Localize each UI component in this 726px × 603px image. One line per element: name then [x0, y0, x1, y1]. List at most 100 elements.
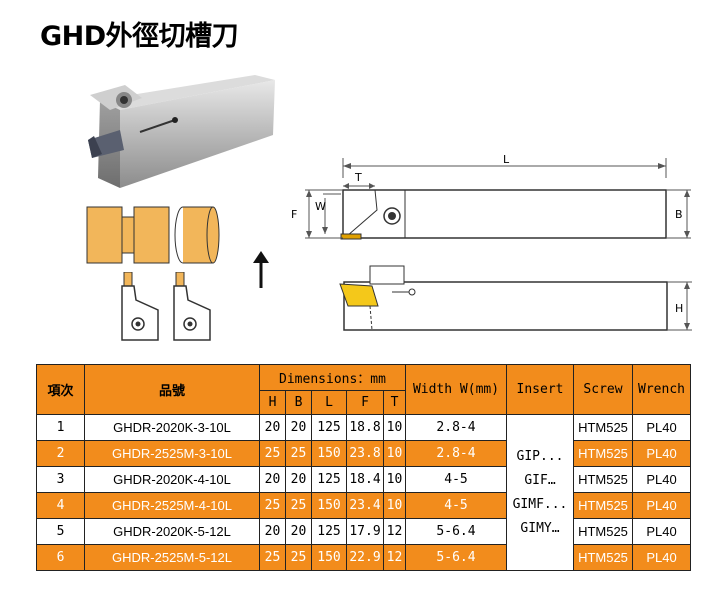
cell-model: GHDR-2020K-5-12L [84, 518, 260, 545]
cell-F: 23.8 [346, 440, 384, 467]
insert-line: GIP... [516, 448, 564, 464]
cell-model: GHDR-2525M-5-12L [84, 544, 260, 571]
table-header-row: 項次 品號 Dimensions：mm Width W(mm) Insert S… [36, 364, 691, 415]
cell-B: 25 [285, 492, 312, 519]
header-model: 品號 [84, 364, 260, 415]
cell-L: 125 [311, 414, 347, 441]
cell-screw: HTM525 [573, 414, 633, 441]
subheader-B: B [285, 390, 312, 415]
cell-model: GHDR-2020K-4-10L [84, 466, 260, 493]
cell-width: 2.8-4 [405, 414, 507, 441]
table-row: 2 GHDR-2525M-3-10L 25 25 150 23.8 10 2.8… [36, 440, 691, 467]
cell-T: 12 [383, 518, 406, 545]
cell-screw: HTM525 [573, 544, 633, 571]
cell-index: 6 [36, 544, 85, 571]
cell-index: 1 [36, 414, 85, 441]
table-row: 3 GHDR-2020K-4-10L 20 20 125 18.4 10 4-5… [36, 466, 691, 493]
cell-index: 3 [36, 466, 85, 493]
header-screw: Screw [573, 364, 633, 415]
cell-screw: HTM525 [573, 518, 633, 545]
cell-B: 20 [285, 414, 312, 441]
feed-direction-arrow-icon [253, 251, 269, 288]
cell-B: 25 [285, 440, 312, 467]
table-row: 5 GHDR-2020K-5-12L 20 20 125 17.9 12 5-6… [36, 518, 691, 545]
subheader-T: T [383, 390, 406, 415]
cell-F: 17.9 [346, 518, 384, 545]
dimension-T-label: T [354, 171, 362, 184]
technical-drawing-side-view: H [339, 265, 692, 331]
cell-L: 150 [311, 544, 347, 571]
header-dimensions: Dimensions：mm [259, 364, 406, 391]
cell-wrench: PL40 [632, 440, 691, 467]
cell-width: 4-5 [405, 492, 507, 519]
header-wrench: Wrench [632, 364, 691, 415]
tool-holder-photo [88, 75, 275, 188]
cell-H: 20 [259, 414, 286, 441]
insert-line: GIMF... [512, 496, 568, 512]
table-row: 6 GHDR-2525M-5-12L 25 25 150 22.9 12 5-6… [36, 544, 691, 571]
cell-T: 10 [383, 466, 406, 493]
cell-index: 4 [36, 492, 85, 519]
cell-F: 18.8 [346, 414, 384, 441]
header-insert: Insert [506, 364, 574, 415]
cell-wrench: PL40 [632, 492, 691, 519]
cell-width: 5-6.4 [405, 518, 507, 545]
cell-wrench: PL40 [632, 414, 691, 441]
cell-T: 10 [383, 414, 406, 441]
cell-B: 25 [285, 544, 312, 571]
cell-T: 10 [383, 440, 406, 467]
table-row: 1 GHDR-2020K-3-10L 20 20 125 18.8 10 2.8… [36, 414, 691, 571]
cell-B: 20 [285, 466, 312, 493]
cell-wrench: PL40 [632, 544, 691, 571]
holder-side-view-icon [173, 272, 211, 341]
cell-H: 25 [259, 440, 286, 467]
cell-T: 12 [383, 544, 406, 571]
table-subheader-row: H B L F T [37, 390, 691, 415]
header-width: Width W(mm) [405, 364, 507, 415]
insert-line: GIMY… [520, 520, 560, 536]
cell-L: 150 [311, 492, 347, 519]
cell-width: 4-5 [405, 466, 507, 493]
dimension-W-label: W [315, 200, 326, 213]
cell-H: 20 [259, 518, 286, 545]
dimension-L-label: L [503, 153, 510, 166]
cell-H: 20 [259, 466, 286, 493]
cell-index: 2 [36, 440, 85, 467]
cell-insert: GIP... GIF… GIMF... GIMY… [506, 414, 574, 571]
technical-drawing-top-view: L T F W B [291, 153, 691, 240]
cell-model: GHDR-2020K-3-10L [84, 414, 260, 441]
cell-screw: HTM525 [573, 492, 633, 519]
spec-table: 項次 品號 Dimensions：mm Width W(mm) Insert S… [36, 364, 691, 571]
cell-T: 10 [383, 492, 406, 519]
subheader-L: L [311, 390, 347, 415]
subheader-F: F [346, 390, 384, 415]
cell-H: 25 [259, 492, 286, 519]
cell-F: 22.9 [346, 544, 384, 571]
header-index: 項次 [36, 364, 85, 415]
cell-L: 125 [311, 518, 347, 545]
cell-wrench: PL40 [632, 466, 691, 493]
cell-wrench: PL40 [632, 518, 691, 545]
cell-index: 5 [36, 518, 85, 545]
holder-front-view-icon [121, 272, 159, 341]
dimension-F-label: F [291, 208, 297, 221]
cell-H: 25 [259, 544, 286, 571]
cell-F: 18.4 [346, 466, 384, 493]
cell-model: GHDR-2525M-4-10L [84, 492, 260, 519]
insert-line: GIF… [524, 472, 556, 488]
cell-F: 23.4 [346, 492, 384, 519]
workpiece-grooving-illustration [86, 206, 220, 264]
dimension-B-label: B [675, 208, 683, 221]
subheader-H: H [259, 390, 286, 415]
cell-L: 125 [311, 466, 347, 493]
cell-screw: HTM525 [573, 466, 633, 493]
cell-width: 2.8-4 [405, 440, 507, 467]
page-title: GHD外徑切槽刀 [40, 21, 239, 52]
cell-screw: HTM525 [573, 440, 633, 467]
cell-model: GHDR-2525M-3-10L [84, 440, 260, 467]
cell-width: 5-6.4 [405, 544, 507, 571]
dimension-H-label: H [675, 302, 683, 315]
cell-B: 20 [285, 518, 312, 545]
cell-L: 150 [311, 440, 347, 467]
table-row: 4 GHDR-2525M-4-10L 25 25 150 23.4 10 4-5… [36, 492, 691, 519]
